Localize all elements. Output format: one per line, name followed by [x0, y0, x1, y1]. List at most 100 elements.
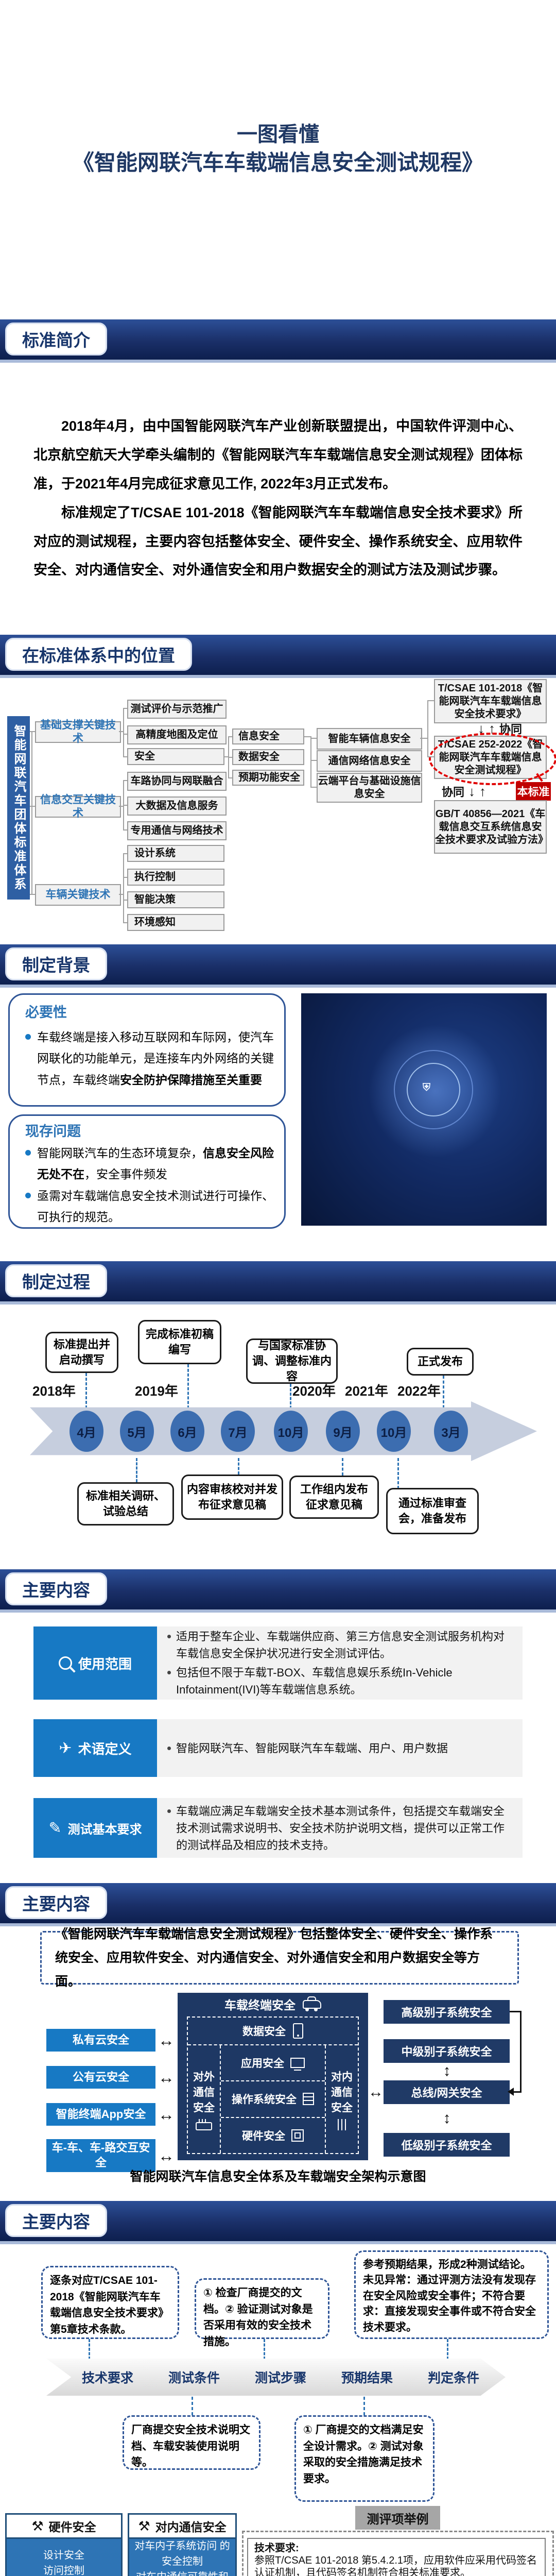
standard-box-tcsae101: T/CSAE 101-2018《智能网联汽车车载端信息安全技术要求》 — [434, 679, 547, 723]
section-banner-process: 制定过程 — [0, 1261, 556, 1304]
system-root-box: 智能网联汽车团体标准体系 — [7, 716, 30, 900]
system-l3-box: 设计系统 — [127, 845, 224, 862]
timeline-year: 2022年 — [397, 1383, 441, 1399]
problem-title: 现存问题 — [25, 1124, 81, 1139]
external-comm-cell: 对外通信安全 — [188, 2045, 221, 2153]
standard-box-gbt40856: GB/T 40856—2021《车载信息交互系统信息安全技术要求及试验方法》 — [434, 800, 548, 854]
basic-req-content-box: 车载端应满足车载端安全技术基本测试条件，包括提交车载端安全技术测试需求说明书、安… — [157, 1798, 523, 1858]
photo-ring — [407, 1063, 460, 1116]
photo-car-glyph: ⛨ — [423, 1082, 430, 1093]
connector-line — [224, 756, 228, 757]
connector-line — [427, 756, 434, 757]
double-arrow-icon: ↔ — [158, 2030, 175, 2049]
arrowhead-icon — [508, 2088, 514, 2096]
section-banner-position: 在标准体系中的位置 — [0, 635, 556, 678]
list-item: 设计安全 — [43, 2550, 84, 2561]
system-l3-box: 智能决策 — [127, 891, 224, 908]
connector-line — [31, 731, 32, 894]
down-arrow-icon: ↓ — [468, 783, 476, 799]
timeline-month: 5月 — [120, 1411, 154, 1452]
tools-icon: ⚒ — [138, 2518, 150, 2534]
bullet-line: 智能网联汽车、智能网联汽车车载端、用户、用户数据 — [167, 1740, 512, 1757]
flow-note-top: 参考预期结果，形成2种测试结论。未见异常：通过评测方法没有发现存在安全风险或安全… — [354, 2250, 549, 2339]
terms-label-box: ✈ 术语定义 — [33, 1719, 157, 1777]
cloud-box: 公有云安全 — [46, 2066, 155, 2089]
terminal-grid: 对外通信安全 应用安全 操作系统安全 硬件安全 对内通信安全 — [188, 2045, 358, 2153]
connector-line — [123, 708, 127, 709]
bullet-dot-icon — [167, 1671, 171, 1674]
connector-line — [123, 756, 127, 757]
flow-connector — [89, 2339, 90, 2360]
timeline-year: 2018年 — [32, 1383, 76, 1399]
timeline-connector — [136, 1458, 137, 1482]
scope-content-box: 适用于整车企业、车载端供应商、第三方信息安全测试服务机构对车载信息安全保护状况进… — [157, 1626, 523, 1700]
necessity-bullet: 车载终端是接入移动互联网和车际网，使汽车网联化的功能单元，是连接车内外网络的关键… — [25, 1027, 274, 1091]
internal-comm-cell: 对内通信安全 — [325, 2045, 358, 2153]
photo-ring — [394, 1050, 473, 1129]
onboard-terminal-title: 车载终端安全 — [178, 1993, 368, 2015]
section-banner-background: 制定背景 — [0, 944, 556, 988]
timeline-connector — [342, 1458, 343, 1476]
timeline-note: 与国家标准协调、调整标准内容 — [246, 1338, 338, 1384]
intro-paragraph-1: 2018年4月，由中国智能网联汽车产业创新联盟提出，中国软件评测中心、北京航空航… — [33, 418, 523, 492]
section-banner-content-2: 主要内容 — [0, 1883, 556, 1926]
system-l3-box: 环境感知 — [127, 914, 224, 931]
system-l3-box: 高精度地图及定位 — [127, 725, 227, 744]
timeline-connector — [238, 1458, 239, 1475]
connector-line — [123, 708, 124, 757]
timeline-connector — [443, 1376, 444, 1413]
section-label: 主要内容 — [5, 1572, 107, 1605]
background-photo: ⛨ — [301, 993, 547, 1226]
road-icon — [341, 2119, 342, 2130]
bullet-dot-icon — [167, 1746, 171, 1750]
system-l2-box: 信息交互关键技术 — [35, 794, 121, 819]
connector-line — [420, 738, 427, 739]
intro-paragraph-2: 标准规定了T/CSAE 101-2018《智能网联汽车车载端信息安全技术要求》所… — [33, 504, 523, 578]
system-l3-box: 大数据及信息服务 — [127, 796, 227, 816]
timeline-month: 3月 — [434, 1411, 468, 1452]
bullet-line: 车载端应满足车载端安全技术基本测试条件，包括提交车载端安全技术测试需求说明书、安… — [167, 1803, 512, 1854]
connector-line — [123, 877, 127, 878]
app-security-cell: 应用安全 — [221, 2045, 325, 2082]
double-arrow-icon: ↕ — [443, 2062, 451, 2079]
timeline-connector — [85, 1373, 87, 1413]
search-icon — [58, 1656, 72, 1670]
connector-line — [228, 736, 232, 737]
timeline-note: 标准提出并启动撰写 — [45, 1332, 118, 1373]
basic-req-label-box: ✎ 测试基本要求 — [33, 1798, 157, 1858]
system-l3-box: 专用通信与网络技术 — [127, 821, 227, 840]
flow-connector — [363, 2397, 365, 2415]
problem-bullet-1: 智能网联汽车的生态环境复杂，信息安全风险无处不在，安全事件频发 — [25, 1143, 275, 1185]
connector-line — [228, 757, 232, 758]
subsystem-box: 低级别子系统安全 — [384, 2133, 510, 2157]
timeline-connector — [290, 1384, 291, 1413]
connector-line — [310, 736, 311, 787]
page-title-line2: 《智能网联汽车车载端信息安全测试规程》 — [72, 150, 483, 175]
timeline-note: 正式发布 — [407, 1348, 474, 1376]
timeline-year: 2020年 — [292, 1383, 336, 1399]
system-l3-box: 车路协同与网联融合 — [127, 772, 227, 791]
connector-line — [119, 894, 123, 895]
timeline-note: 完成标准初稿编写 — [138, 1320, 221, 1364]
system-l2-box: 车辆关键技术 — [35, 884, 121, 906]
this-standard-tag: 本标准 — [516, 782, 551, 801]
example-panel-border — [242, 2531, 554, 2576]
os-security-cell: 操作系统安全 — [221, 2081, 325, 2118]
subsystem-box: 中级别子系统安全 — [384, 2039, 510, 2063]
connector-line — [123, 734, 127, 735]
timeline-year: 2021年 — [345, 1383, 388, 1399]
timeline-connector — [187, 1364, 189, 1413]
connector-line — [123, 780, 127, 781]
section-label: 制定过程 — [5, 1264, 107, 1297]
flow-note-bottom: ① 厂商提交的文档满足安全设计需求。② 测试对象采取的安全措施满足技术要求。 — [294, 2415, 435, 2502]
system-l5-box: 通信网络信息安全 — [317, 750, 422, 772]
flow-connector — [447, 2339, 448, 2360]
timeline-month: 10月 — [377, 1411, 411, 1452]
double-arrow-icon: ↔ — [158, 2067, 175, 2087]
section-banner-intro: 标准简介 — [0, 319, 556, 363]
connector-line — [30, 806, 35, 807]
connector-line — [310, 760, 317, 761]
section-label: 主要内容 — [5, 1886, 107, 1919]
architecture-caption: 智能网联汽车信息安全体系及车载端安全架构示意图 — [130, 2170, 426, 2184]
